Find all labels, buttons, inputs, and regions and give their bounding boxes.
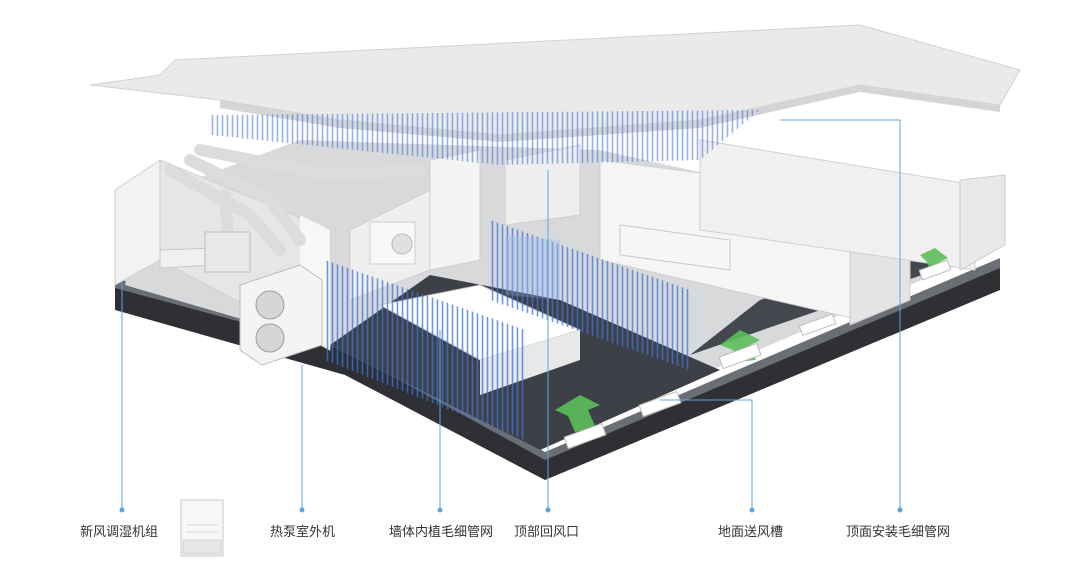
leader-lines (121, 119, 901, 508)
leader-dots (119, 507, 903, 513)
leader-floor-supply (660, 399, 753, 508)
ceiling-slab (89, 24, 1021, 165)
heat-pump-unit-illustration (239, 264, 323, 366)
air-ducts (164, 144, 426, 271)
airflow-arrow-bedroom (555, 395, 600, 432)
label-fresh-air-unit: 新风调湿机组 (80, 525, 159, 540)
label-wall-capillary: 墙体内植毛细管网 (389, 525, 494, 540)
label-ceiling-return: 顶部回风口 (514, 525, 580, 540)
fresh-air-unit-product-image (180, 499, 224, 557)
label-ceiling-capillary: 顶面安装毛细管网 (846, 525, 951, 540)
floor-supply-vents (563, 259, 952, 450)
label-heat-pump-outdoor: 热泵室外机 (270, 525, 336, 540)
leader-ceiling-capillary (780, 119, 901, 508)
label-floor-supply: 地面送风槽 (718, 525, 784, 540)
wall-capillary-networks (325, 220, 690, 440)
